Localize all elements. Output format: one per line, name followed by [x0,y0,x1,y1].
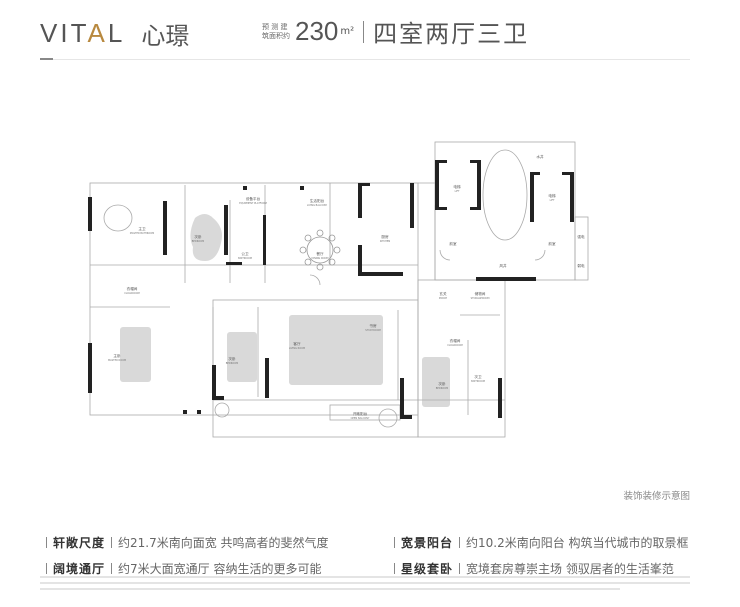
room-label: 书房 [369,323,377,328]
feature-item: 星级套卧宽境套房尊崇主场 领驭居者的生活峯范 [388,560,674,577]
brand-row: VITAL 心璟 [40,16,189,51]
room-label: 生活阳台 [310,198,325,203]
room-label: 餐厅 [316,251,324,256]
room-label-en: STUDYROOM [365,329,380,332]
room-label-en: MASTER ROOM [108,359,126,362]
dining-table [299,229,341,271]
spec-row: 预 测 建筑面积约 230 m² 四室两厅三卫 [262,14,529,49]
room-label-en: LIVING BALCONY [307,204,328,207]
area-unit: m² [340,26,355,37]
fine-print-line [40,582,690,584]
room-label-en: KITCHEN [380,240,391,243]
room-label: 次卧 [194,234,202,239]
room-label: 主卧 [113,353,121,358]
feature-desc: 约21.7米南向面宽 共鸣高者的斐然气度 [118,536,329,550]
room-label: 电梯 [453,184,461,189]
room-label-en: BATHROOM [471,380,485,383]
room-label: 次卧 [438,381,446,386]
room-label-en: BEDROOM [226,362,238,365]
room-label: 储物间 [475,291,486,296]
brand-chinese-name: 心璟 [141,22,190,50]
room-label-en: CLOAKROOM [124,292,139,295]
room-label-en: CLOAKROOM [447,344,462,347]
suite-bed-rug [422,357,450,407]
room-label-en: LIFT [550,199,555,202]
room-label: 衣帽间 [450,338,461,343]
feature-desc: 约7米大面宽通厅 容纳生活的更多可能 [118,562,322,576]
room-label: 次卧 [228,356,236,361]
feature-title: 星级套卧 [401,562,454,576]
room-label: 客厅 [293,341,301,346]
feature-desc: 约10.2米南向阳台 构筑当代城市的取景框 [466,536,689,550]
room-label: 主卫 [138,226,146,231]
area-label: 预 测 建筑面积约 [262,22,290,40]
room-label: 公卫 [241,251,249,256]
room-label-en: OPEN BALCONY [351,417,370,420]
structural-walls [88,160,574,419]
room-label: 次卫 [474,374,482,379]
feature-title: 阔境通厅 [53,562,106,576]
header-divider [363,20,365,43]
feature-item: 宽景阳台约10.2米南向阳台 构筑当代城市的取景框 [388,534,689,551]
decoration-caption: 装饰装修示意图 [623,491,690,502]
room-label: 玄关 [439,291,447,296]
room-label: 开敞阳台 [353,411,368,416]
room-label-en: DINING ROOM [312,257,329,260]
room-label-en: BATHROOM [238,257,252,260]
feature-title: 轩敞尺度 [53,536,106,550]
room-label-en: MASTER BATHROOM [130,232,154,235]
room-label-en: STORAGEROOM [471,297,490,300]
room-label: 厨房 [381,234,389,239]
room-label-en: LIVING ROOM [289,347,305,350]
header-rule [40,59,690,60]
room-label-en: PORCH [439,297,448,300]
area-value: 230 [295,16,339,46]
rugs [120,214,450,407]
thin-walls [89,141,589,438]
fine-print-line [40,576,690,578]
room-label: 前室 [449,241,457,246]
room-label: 前室 [548,241,556,246]
living-rug [289,315,383,385]
master-bed-rug [120,327,151,382]
bedroom-rug-blob [190,214,222,261]
room-label: 衣帽间 [127,286,138,291]
room-label: 设备平台 [246,196,261,201]
header-rule-mark [40,58,53,60]
room-label-en: LIFT [455,190,460,193]
room-label: 电梯 [548,193,556,198]
brand-logo: VITAL [40,18,126,48]
room-label: 强电 [577,234,585,239]
layout-type: 四室两厅三卫 [373,20,530,48]
bedroom-rug [227,332,257,382]
feature-item: 轩敞尺度约21.7米南向面宽 共鸣高者的斐然气度 [40,534,329,551]
fine-print-line [40,588,620,590]
feature-item: 阔境通厅约7米大面宽通厅 容纳生活的更多可能 [40,560,321,577]
feature-title: 宽景阳台 [401,536,454,550]
room-label: 风井 [499,263,507,268]
room-label: 弱电 [577,263,585,268]
room-label-en: BEDROOM [192,240,204,243]
room-label-en: EQUIPMENT PLATFORM [239,202,267,205]
room-label-en: BEDROOM [436,387,448,390]
room-label: 水井 [536,154,544,159]
feature-desc: 宽境套房尊崇主场 领驭居者的生活峯范 [466,562,674,576]
